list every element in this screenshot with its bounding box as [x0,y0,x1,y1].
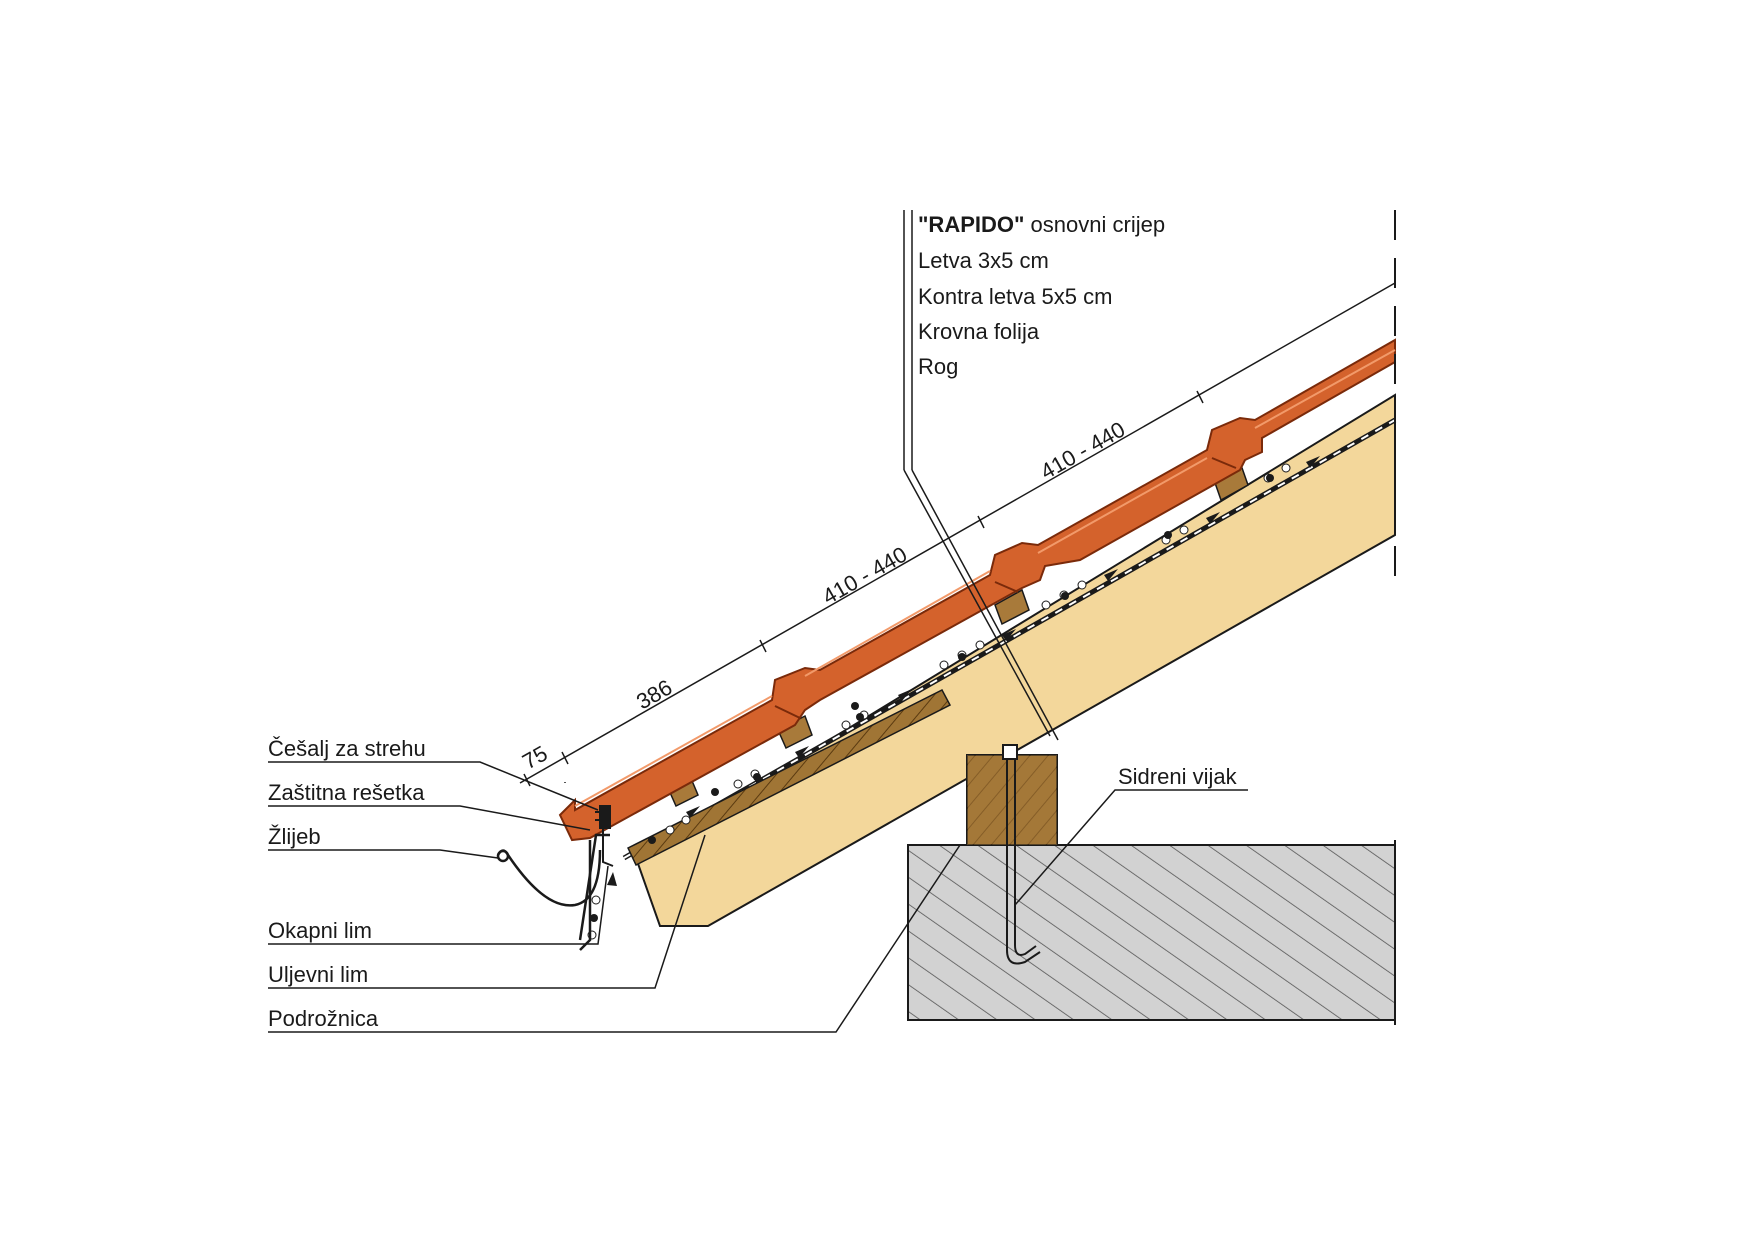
dimension-line [519,282,1396,787]
label-inlet-sheet: Uljevni lim [268,962,368,987]
eave-comb [595,805,611,829]
right-labels: Sidreni vijak [1014,764,1248,906]
battens [667,463,1249,808]
label-tile-name: "RAPIDO" [918,212,1024,237]
wall-plate [966,754,1058,846]
label-batten: Letva 3x5 cm [918,248,1049,273]
label-tile-suffix: osnovni crijep [1024,212,1165,237]
label-grille: Zaštitna rešetka [268,780,425,805]
inlet-sheet [627,689,952,867]
label-anchor-bolt: Sidreni vijak [1118,764,1238,789]
label-rafter: Rog [918,354,958,379]
label-tile: "RAPIDO" osnovni crijep [918,212,1165,237]
label-comb: Češalj za strehu [268,736,426,761]
left-leaders [268,761,961,1033]
stack-label-group: "RAPIDO" osnovni crijep Letva 3x5 cm Kon… [918,212,1165,379]
gutter [496,833,610,951]
dimension-first: 386 [632,674,676,714]
left-labels: Češalj za strehu Zaštitna rešetka Žlijeb… [268,736,426,1031]
drip-sheet [602,828,614,867]
label-wall-plate: Podrožnica [268,1006,379,1031]
concrete-wall [907,840,1396,1025]
anchor-bolt [1002,744,1041,965]
label-counter-batten: Kontra letva 5x5 cm [918,284,1112,309]
ventilation-markers [587,456,1320,940]
dimension-spacing-2: 410 - 440 [1036,417,1129,485]
dimension-eave: 75 [518,740,552,774]
label-gutter: Žlijeb [268,824,321,849]
label-membrane: Krovna folija [918,319,1040,344]
label-drip-sheet: Okapni lim [268,918,372,943]
counter-battens [0,0,1,1]
dimension-spacing-1: 410 - 440 [818,542,911,610]
stack-leader [903,210,1059,741]
